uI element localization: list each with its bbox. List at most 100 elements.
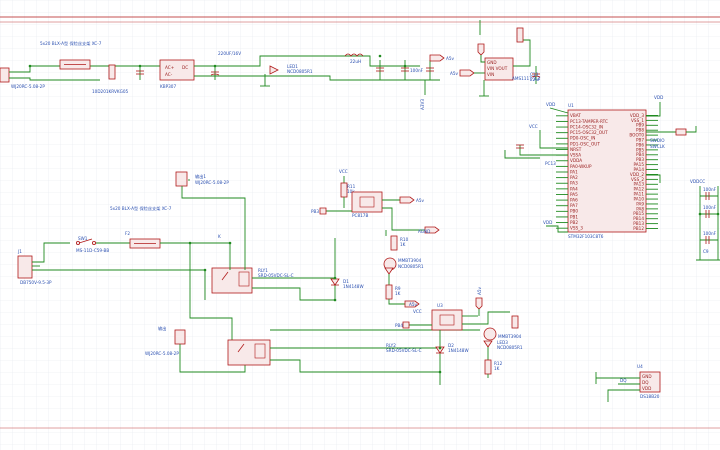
power-input-section: WJ20RC-5.08-2P 5x20 BLX-A型 保险丝支架 XC-7 10… <box>0 20 541 110</box>
svg-text:DC: DC <box>182 65 188 70</box>
sensor-section: GND DQ VDD DS18B20 DQ U4 <box>595 364 661 402</box>
svg-text:输出: 输出 <box>158 325 166 332</box>
svg-text:VIN VOUT: VIN VOUT <box>487 66 508 71</box>
vdd-bottom-label: VDD <box>543 220 552 225</box>
svg-text:GND: GND <box>487 60 497 65</box>
pc13-label: PC13 <box>545 161 556 166</box>
mcu-pin-label: PA3 <box>570 181 578 186</box>
c13-label: C13 <box>530 72 539 77</box>
r12-label: R12 <box>494 361 503 366</box>
mcu-pin-label: PB8 <box>636 128 644 133</box>
mcu-pin-label: PA0-WKUP <box>570 164 592 169</box>
relay2-driver-section: VCC U3 PB4 A5v MMBT3904 LED3 NCD0805R1 R… <box>395 286 523 385</box>
varistor <box>108 64 116 80</box>
pb4-label: PB4 <box>395 323 403 328</box>
vdd-right-label: VDD <box>654 95 663 100</box>
u3-a5v-label: A5v <box>477 286 482 295</box>
r11 <box>340 182 348 198</box>
d2-value: 1N4148W <box>448 348 469 353</box>
vcc-label: VCC <box>529 124 538 129</box>
ldo-label: AMS1117-3.3 <box>512 76 540 81</box>
mcu-pin-label: PA6 <box>570 197 578 202</box>
mcu-chip <box>567 109 647 233</box>
mcu-pin-label: PC14-OSC32_IN <box>570 124 603 129</box>
r11-value: 10k <box>347 189 355 194</box>
relay2-output-connector <box>174 329 186 345</box>
switch-label: SW1 <box>78 236 88 241</box>
r9-value: 1K <box>395 291 401 296</box>
mcu-pin-label: VBAT <box>570 113 581 118</box>
mcu-pin-label: PD1-OSC_OUT <box>570 141 600 146</box>
mcu-pin-label: VSSA <box>570 153 581 158</box>
ncd-label: NCD0805R1 <box>287 69 313 74</box>
vdd-right-cap-label: VDDCC <box>690 179 705 184</box>
mcu-pin-label: PB1 <box>570 214 578 219</box>
r10-value: 1K <box>400 242 406 247</box>
relay1-label: RLY1 <box>258 268 268 273</box>
opto-u3 <box>431 309 463 331</box>
mcu-pin-label: PB6 <box>636 142 644 147</box>
cap-right-2: 100nF <box>703 205 717 210</box>
mcu-pin-label: PA5 <box>570 192 578 197</box>
svg-text:AC+: AC+ <box>165 65 175 70</box>
mcu-pin-label: PB15 <box>633 211 644 216</box>
mcu-label: STM32F103C8T6 <box>568 234 604 239</box>
mcu-pin-label: PA2 <box>570 175 578 180</box>
svg-text:MMBT3904: MMBT3904 <box>498 334 522 339</box>
svg-text:AC-: AC- <box>165 72 173 77</box>
a5v-opto-label: A5v <box>416 198 425 203</box>
net-a5v-tag <box>429 54 445 62</box>
d1-value: 1N4148W <box>343 284 364 289</box>
relay1-output-label: 输出1 <box>195 173 206 180</box>
ac-connector-label: J1 <box>17 249 22 254</box>
r12-value: 1K <box>494 366 500 371</box>
input-connector <box>0 67 10 83</box>
vcc-opto-label: VCC <box>339 169 348 174</box>
wire-gnd-bus <box>194 75 440 81</box>
q1-label: MMBT3904 <box>398 258 422 263</box>
r9 <box>385 284 393 300</box>
relay1-output-connector <box>175 171 188 187</box>
svg-text:DQ: DQ <box>620 378 627 383</box>
mcu-pin-label: PB13 <box>633 221 644 226</box>
relay1-value: SRD-05VDC-SL-C <box>258 273 294 278</box>
d2-label: D2 <box>448 343 454 348</box>
mcu-ref: U1 <box>568 103 574 108</box>
mcu-pin-label: BOOT0 <box>629 133 644 138</box>
relay2-output-value: WJ20RC-5.08-2P <box>145 351 179 356</box>
mcu-pin-label: VSS_1 <box>631 118 644 123</box>
mcu-pin-label: PB14 <box>633 216 644 221</box>
r10 <box>390 235 398 251</box>
wire-power-bottom <box>9 77 100 81</box>
mcu-right-pins: VDD_3VSS_1PB9PB8BOOT0PB7PB6PB5PB4PB3PA15… <box>629 113 658 231</box>
cap-right-3: 100nF <box>703 231 717 236</box>
svg-text:A5v: A5v <box>409 302 418 307</box>
mcu-pin-label: PA1 <box>570 169 578 174</box>
sensor-pin-dq: DQ <box>642 380 649 385</box>
agnd-label: AGND <box>418 229 430 234</box>
sensor-pin-vdd: VDD <box>642 386 651 391</box>
mcu-pin-label: PA11 <box>634 192 645 197</box>
ac-connector-value: DB750V-9.5-3P <box>20 280 52 285</box>
mcu-pin-label: PA12 <box>634 187 645 192</box>
fuse-mid-ref: F2 <box>125 231 130 236</box>
mcu-pin-label: PB12 <box>633 226 644 231</box>
swdio-label: SWDIO <box>650 138 665 143</box>
mcu-pin-label: VSS_3 <box>570 226 583 231</box>
junctions <box>28 54 720 374</box>
relay1-output-value: WJ20RC-5.08-2P <box>195 180 229 185</box>
mcu-pin-label: VDD_3 <box>630 113 644 118</box>
agnd-vertical-label: A3V3 <box>420 99 425 110</box>
mcu-pin-label: PA15 <box>634 162 645 167</box>
c9-label: C9 <box>703 249 709 254</box>
ncd2-label: NCD0805R1 <box>497 345 523 350</box>
c100nf-label: 100nF <box>410 68 424 73</box>
ldo-top-port <box>477 43 485 56</box>
mcu-pin-label: NRST <box>570 147 582 152</box>
mcu-pin-label: PB4 <box>636 152 644 157</box>
led1-label: LED1 <box>287 64 298 69</box>
bridge-label: KBP307 <box>160 84 176 89</box>
q2-transistor <box>483 327 497 341</box>
mcu-pin-label: PD0-OSC_IN <box>570 136 595 141</box>
fuse-mid-label: 5x20 BLX-A型 保险丝支架 XC-7 <box>110 205 172 212</box>
